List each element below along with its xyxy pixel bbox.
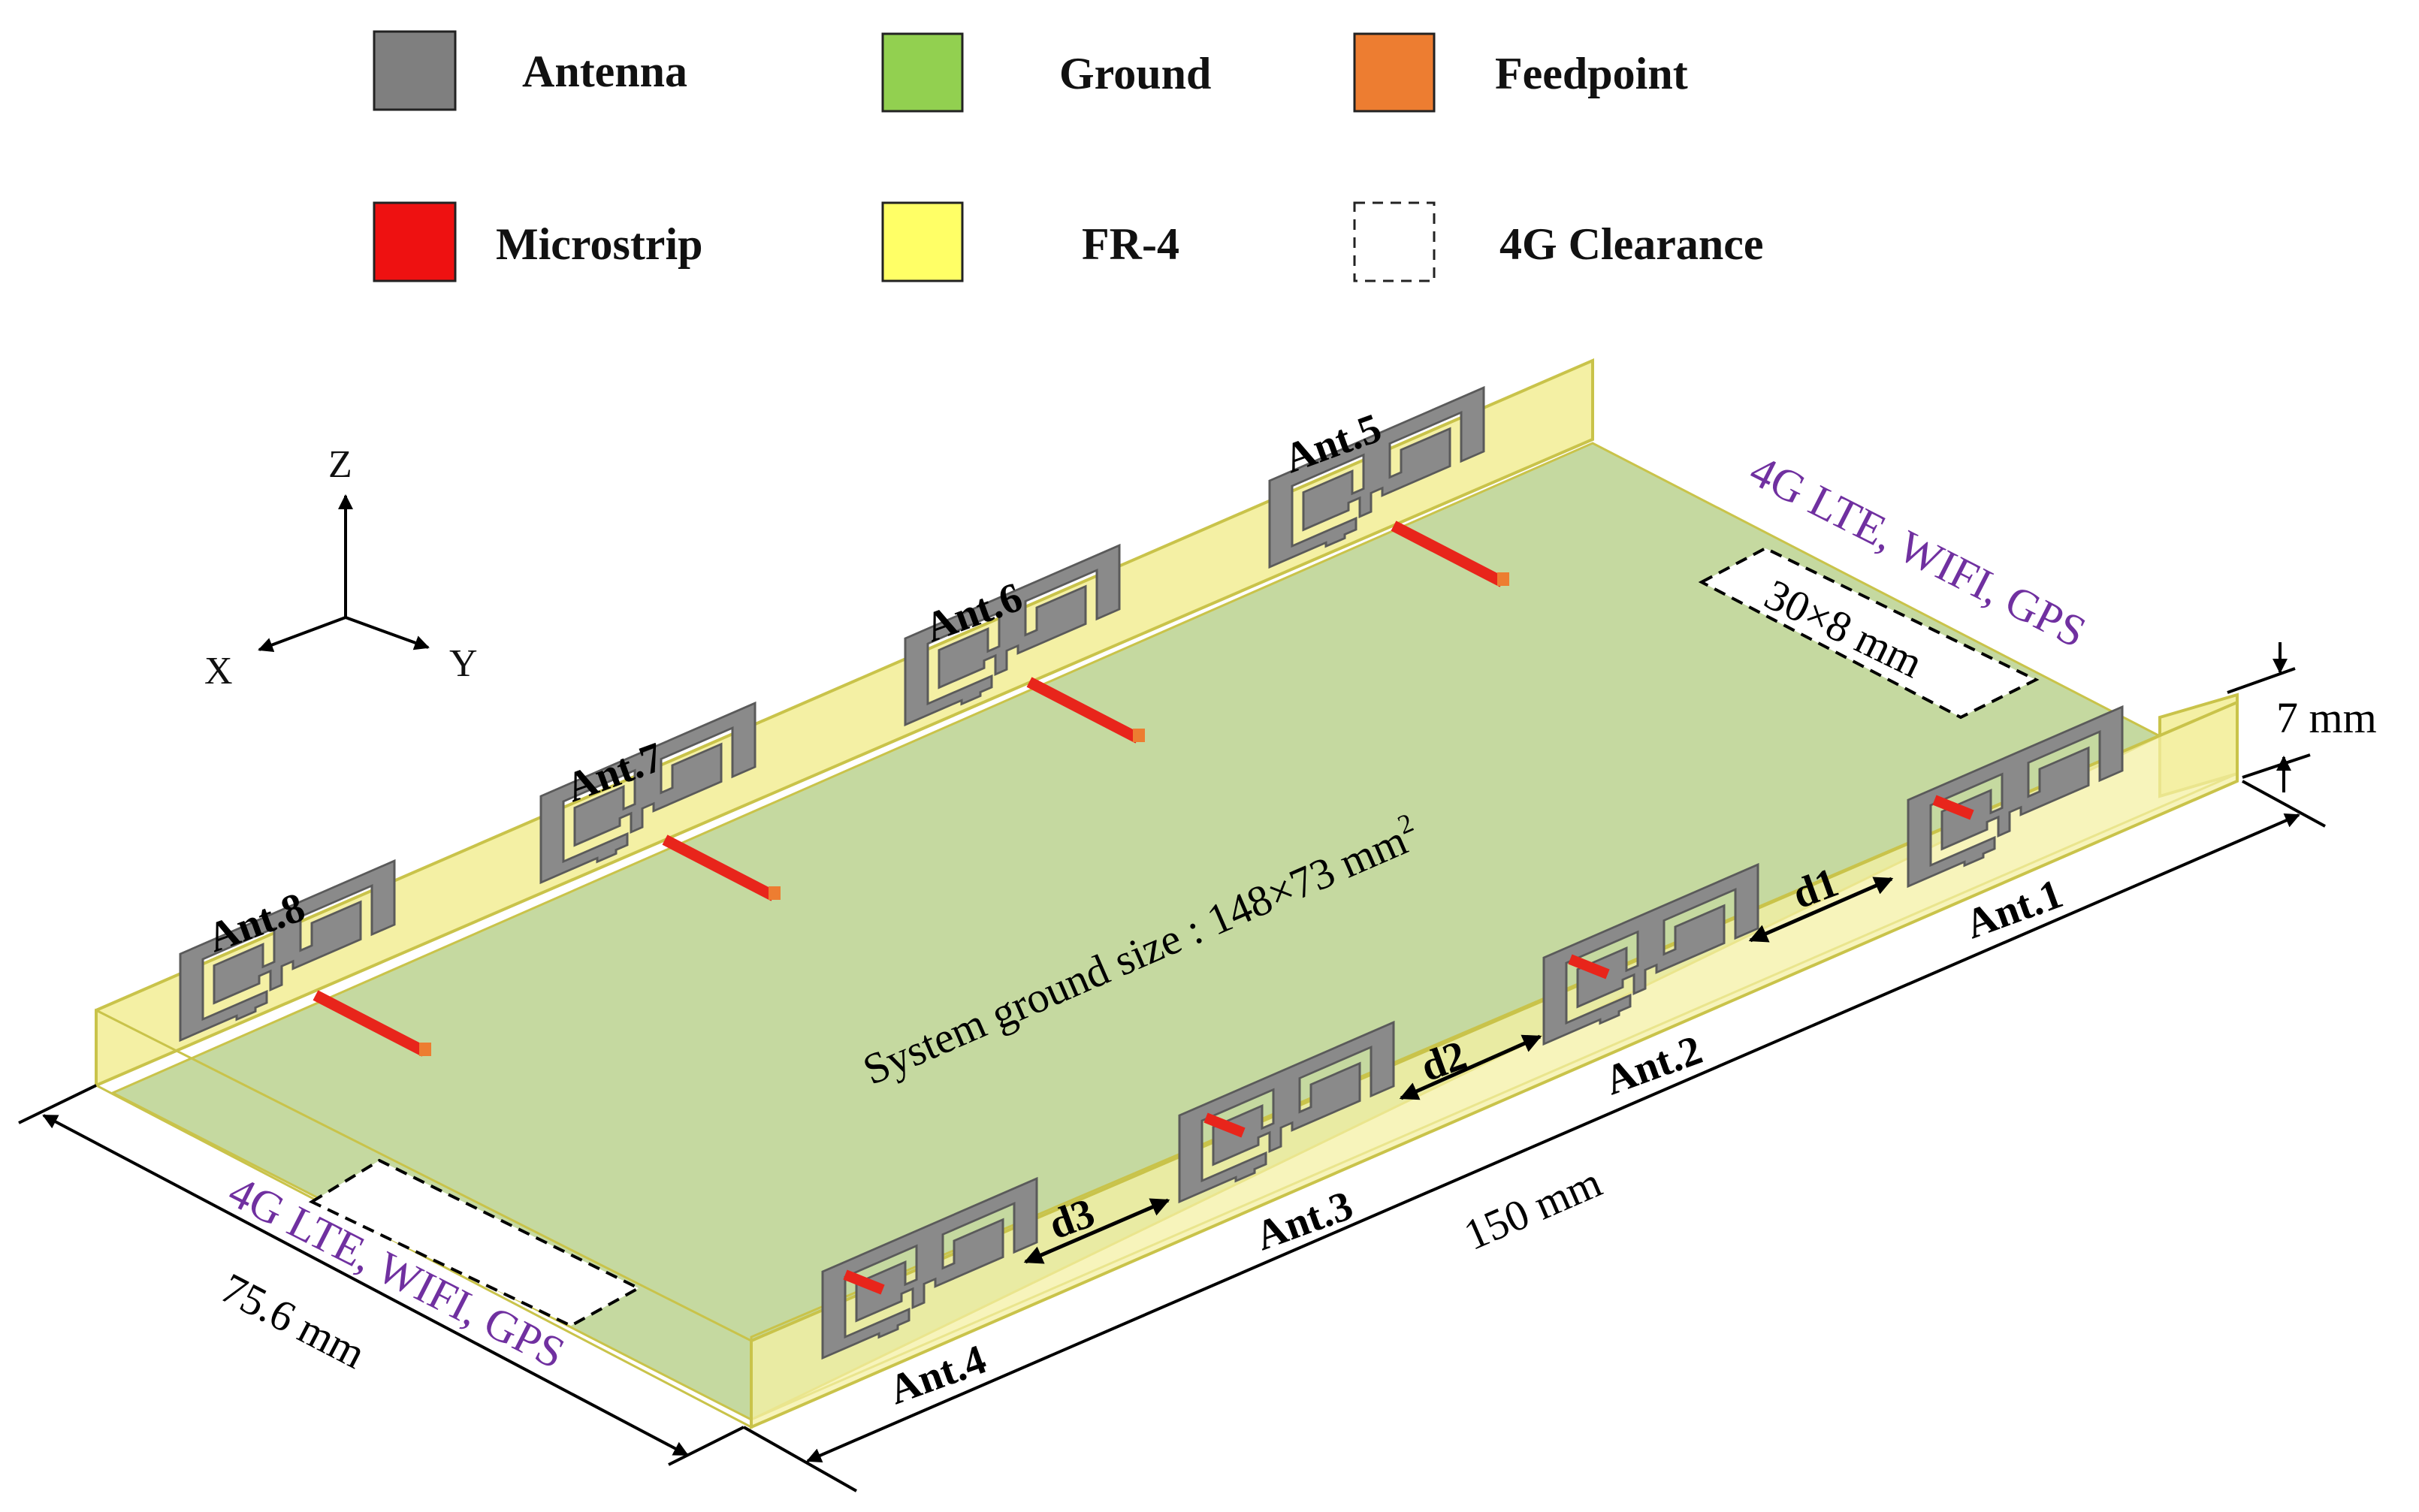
feedpoint-swatch: [1353, 32, 1436, 113]
y-axis-label: Y: [449, 642, 478, 685]
microstrip-1: [1932, 795, 1974, 820]
microstrip-7: [662, 834, 777, 901]
height-ext-top: [2227, 667, 2296, 694]
width-ext-left: [18, 1084, 97, 1124]
length-dimension: [743, 780, 2326, 1492]
clearance-swatch: [1353, 201, 1436, 282]
back-microstrips: [313, 521, 1505, 1057]
length-label: 150 mm: [1457, 1157, 1608, 1260]
height-label: 7 mm: [2276, 693, 2377, 742]
legend-label-feedpoint: Feedpoint: [1495, 49, 1688, 98]
microstrip-swatch: [373, 201, 457, 282]
legend-label-ground: Ground: [1059, 49, 1211, 98]
x-axis-label: X: [204, 650, 233, 693]
ground-swatch: [881, 32, 964, 113]
width-dimension: [18, 1084, 744, 1466]
microstrip-6: [1026, 677, 1141, 744]
legend-item-fr4: FR-4: [881, 201, 1179, 282]
x-axis-arrow: [258, 616, 346, 653]
width-arrow: [42, 1114, 689, 1456]
legend-item-antenna: Antenna: [373, 30, 687, 111]
feedpoint-8: [419, 1043, 431, 1056]
legend-item-clearance: 4G Clearance: [1353, 201, 1764, 282]
width-label: 75.6 mm: [213, 1263, 373, 1378]
microstrip-5: [1391, 521, 1505, 587]
legend: Antenna Ground Feedpoint Microstrip FR-4…: [373, 30, 1764, 282]
z-axis-label: Z: [328, 443, 352, 486]
length-arrow: [806, 813, 2300, 1463]
length-ext-left: [743, 1426, 857, 1492]
legend-label-fr4: FR-4: [1082, 219, 1179, 269]
antenna-swatch: [373, 30, 457, 111]
legend-item-feedpoint: Feedpoint: [1353, 32, 1688, 113]
legend-item-microstrip: Microstrip: [373, 201, 702, 282]
back-feedpoints: [419, 572, 1509, 1056]
length-ext-right: [2242, 780, 2326, 828]
legend-item-ground: Ground: [881, 32, 1211, 113]
height-ext-bottom: [2242, 753, 2311, 779]
height-dimension: [2227, 642, 2311, 792]
legend-label-clearance: 4G Clearance: [1499, 219, 1764, 269]
legend-label-antenna: Antenna: [522, 47, 687, 96]
fr4-swatch: [881, 201, 964, 282]
legend-label-microstrip: Microstrip: [496, 219, 702, 269]
width-ext-right: [668, 1426, 744, 1466]
feedpoint-7: [769, 886, 781, 900]
coordinate-axes: [258, 494, 430, 653]
feedpoint-6: [1133, 729, 1145, 742]
y-axis-arrow: [345, 616, 430, 650]
clearance-area-top: [1698, 546, 2040, 720]
feedpoint-5: [1497, 572, 1509, 586]
microstrip-8: [313, 990, 427, 1057]
